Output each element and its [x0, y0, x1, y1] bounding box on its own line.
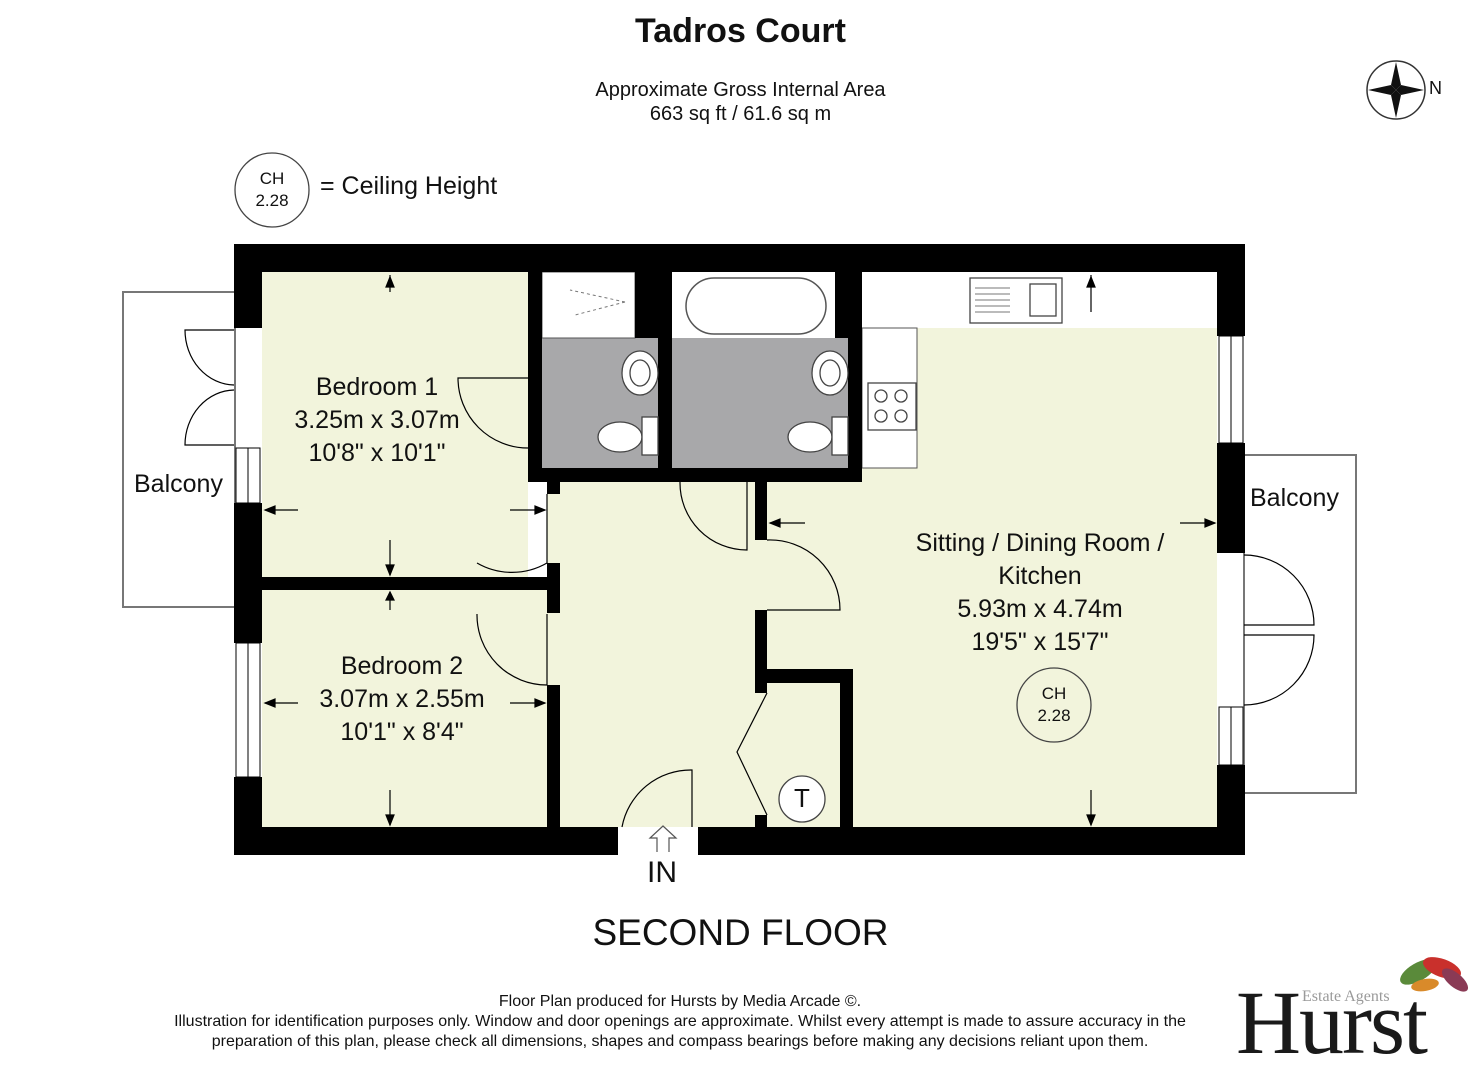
bedroom2-metric: 3.07m x 2.55m: [319, 685, 485, 713]
room-bedroom-1: Bedroom 1 3.25m x 3.07m 10'8" x 10'1": [262, 371, 492, 470]
bedroom2-name: Bedroom 2: [340, 652, 464, 680]
legend-ch-value: 2.28: [255, 191, 289, 210]
sitting-imperial: 19'5" x 15'7": [971, 628, 1109, 656]
sanitary: [597, 277, 1063, 456]
sitting-ch-circle: [1016, 667, 1092, 743]
brand-leaf-icon: [1400, 957, 1469, 992]
dimension-arrows: [263, 275, 1217, 827]
bedroom2-imperial: 10'1" x 8'4": [340, 718, 464, 746]
cupboard-t-circle: [778, 775, 826, 823]
balcony-left-label: Balcony: [134, 470, 223, 498]
room-sitting-dining-kitchen: Sitting / Dining Room / Kitchen 5.93m x …: [890, 527, 1190, 659]
footer-line-2: Illustration for identification purposes…: [174, 1013, 1186, 1030]
bedroom1-metric: 3.25m x 3.07m: [294, 406, 460, 434]
sitting-ch-badge: CH 2.28: [1024, 683, 1084, 727]
sitting-metric: 5.93m x 4.74m: [957, 595, 1123, 623]
page-title: Tadros Court: [635, 12, 846, 50]
brand-logo: Hurst: [1236, 974, 1428, 1073]
sink-drainer: [569, 287, 1010, 316]
walls: [234, 244, 1245, 855]
compass-icon: [1366, 60, 1426, 120]
area-value: 663 sq ft / 61.6 sq m: [649, 103, 832, 125]
brand-subtitle: Estate Agents: [1302, 988, 1390, 1005]
balcony-right-label: Balcony: [1250, 484, 1339, 512]
area-caption: Approximate Gross Internal Area: [595, 79, 886, 101]
sitting-ch-value: 2.28: [1037, 706, 1071, 725]
shower-tray: [541, 271, 636, 339]
entrance-arrow: [648, 825, 678, 852]
legend-text: = Ceiling Height: [320, 172, 498, 200]
room-bedroom-2: Bedroom 2 3.07m x 2.55m 10'1" x 8'4": [288, 650, 516, 749]
bedroom1-imperial: 10'8" x 10'1": [308, 439, 446, 467]
bedroom1-fill: [262, 272, 528, 577]
entrance-label: IN: [647, 856, 677, 889]
bedroom1-name: Bedroom 1: [315, 373, 439, 401]
compass-north-label: N: [1429, 78, 1442, 98]
footer-line-3: preparation of this plan, please check a…: [211, 1033, 1149, 1050]
cupboard-marker: T: [794, 783, 810, 813]
sitting-name-line1: Sitting / Dining Room /: [915, 529, 1165, 557]
legend-ch-circle: [234, 152, 310, 228]
balcony-left-outline: [122, 291, 236, 608]
balcony-right-outline: [1243, 454, 1357, 794]
bedroom2-fill: [262, 590, 547, 827]
hallway-fill: [547, 482, 767, 827]
floor-name: SECOND FLOOR: [592, 912, 889, 953]
legend-ch-badge: CH 2.28: [242, 168, 302, 212]
footer-disclaimer: Floor Plan produced for Hursts by Media …: [120, 992, 1240, 1052]
door-swings: [184, 329, 1315, 828]
gross-internal-area: Approximate Gross Internal Area 663 sq f…: [0, 78, 1481, 126]
bathtub: [685, 277, 827, 335]
legend-ch-label: CH: [259, 169, 285, 188]
footer-line-1: Floor Plan produced for Hursts by Media …: [498, 993, 862, 1010]
sitting-ch-label: CH: [1041, 684, 1067, 703]
sitting-name-line2: Kitchen: [998, 562, 1082, 590]
